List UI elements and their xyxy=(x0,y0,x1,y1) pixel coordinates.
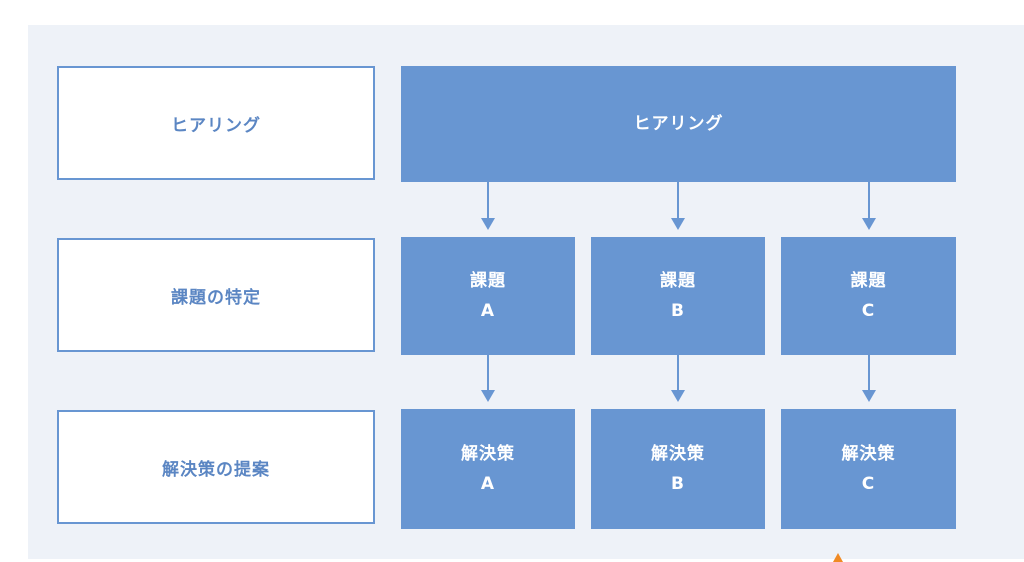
solution-box-a: 解決策 A xyxy=(401,409,575,529)
arrow-issue-a-to-solution-a xyxy=(481,355,495,402)
row-label-solution-text: 解決策の提案 xyxy=(162,459,270,480)
solution-box-c: 解決策 C xyxy=(781,409,956,529)
arrow-issue-b-to-solution-b xyxy=(671,355,685,402)
issue-c-title: 課題 xyxy=(850,271,887,291)
arrow-issue-c-to-solution-c xyxy=(862,355,876,402)
orange-marker-icon xyxy=(833,553,843,562)
solution-c-letter: C xyxy=(861,474,876,494)
issue-a-title: 課題 xyxy=(470,271,506,291)
hearing-box-text: ヒアリング xyxy=(633,114,724,134)
solution-c-title: 解決策 xyxy=(841,444,896,464)
hearing-box: ヒアリング xyxy=(401,66,956,182)
issue-box-c: 課題 C xyxy=(781,237,956,355)
solution-b-title: 解決策 xyxy=(651,444,705,464)
row-label-hearing-text: ヒアリング xyxy=(171,115,261,136)
row-label-issue: 課題の特定 xyxy=(57,238,375,352)
issue-box-b: 課題 B xyxy=(591,237,765,355)
row-label-solution: 解決策の提案 xyxy=(57,410,375,524)
arrow-hearing-to-issue-c xyxy=(862,182,876,230)
solution-a-title: 解決策 xyxy=(461,444,515,464)
solution-box-b: 解決策 B xyxy=(591,409,765,529)
issue-b-letter: B xyxy=(671,301,685,321)
arrow-hearing-to-issue-b xyxy=(671,182,685,230)
row-label-issue-text: 課題の特定 xyxy=(171,287,261,308)
row-label-hearing: ヒアリング xyxy=(57,66,375,180)
issue-a-letter: A xyxy=(480,301,496,321)
solution-a-letter: A xyxy=(480,474,496,494)
solution-b-letter: B xyxy=(671,474,685,494)
issue-box-a: 課題 A xyxy=(401,237,575,355)
issue-c-letter: C xyxy=(861,301,876,321)
issue-b-title: 課題 xyxy=(660,271,696,291)
arrow-hearing-to-issue-a xyxy=(481,182,495,230)
